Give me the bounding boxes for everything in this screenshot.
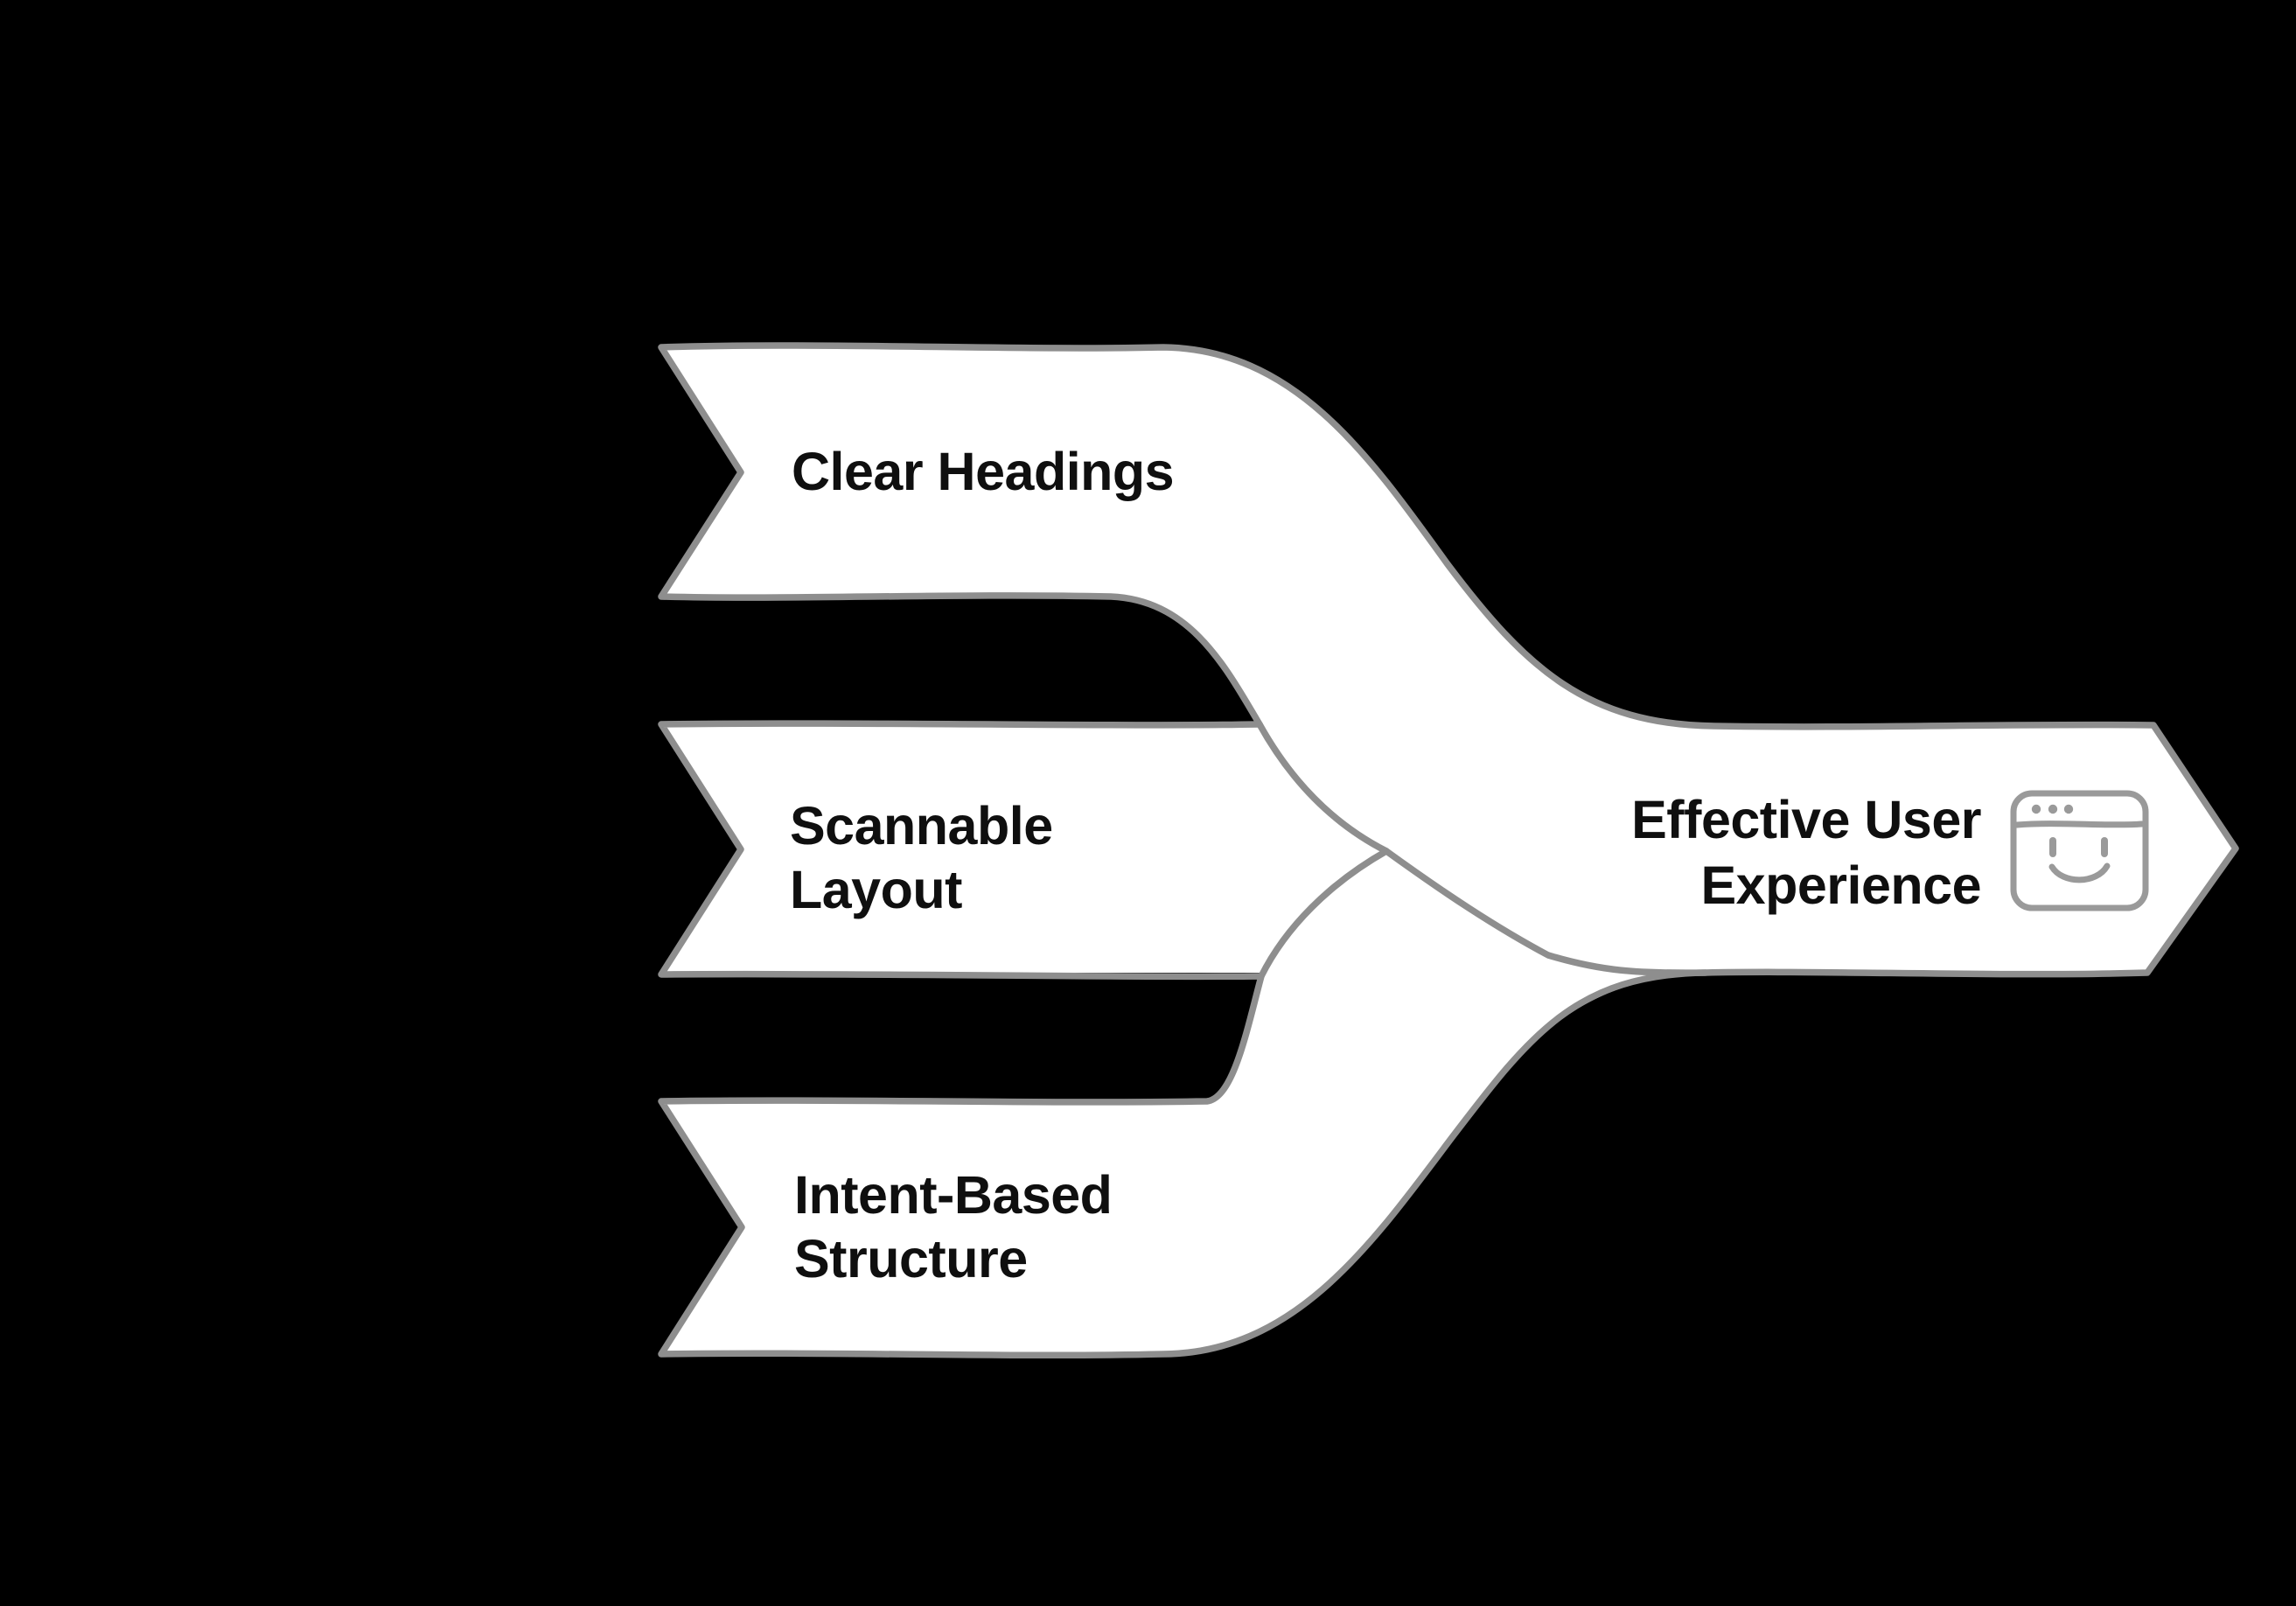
- label-effective-user-line2: Experience: [1700, 855, 1981, 915]
- smiley-smile: [2048, 862, 2111, 883]
- arrow-outlines: [658, 342, 2239, 1359]
- browser-frame: [2010, 790, 2149, 911]
- browser-dot-2: [2048, 804, 2058, 814]
- label-effective-user-line1: Effective User: [1631, 790, 1981, 849]
- label-scannable-line2: Layout: [790, 860, 962, 919]
- labels: Clear Headings Scannable Layout Intent-B…: [790, 442, 1982, 1288]
- browser-window-smiley-icon: [2010, 790, 2149, 911]
- label-intent-based-line1: Intent-Based: [794, 1165, 1112, 1225]
- arrow-scannable-layout-and-output-shape: [661, 724, 2236, 973]
- label-scannable-line1: Scannable: [790, 796, 1053, 855]
- browser-dot-3: [2063, 804, 2074, 814]
- merged-silhouette-outline: [658, 342, 2239, 1359]
- browser-titlebar-divider: [2013, 820, 2146, 828]
- top-ribbon-inner-edge-line: [1256, 721, 1709, 976]
- label-clear-headings: Clear Headings: [792, 442, 1174, 501]
- browser-dot-1: [2031, 804, 2041, 814]
- label-intent-based-line2: Structure: [794, 1229, 1028, 1288]
- bottom-ribbon-top-edge-line: [1258, 848, 1390, 980]
